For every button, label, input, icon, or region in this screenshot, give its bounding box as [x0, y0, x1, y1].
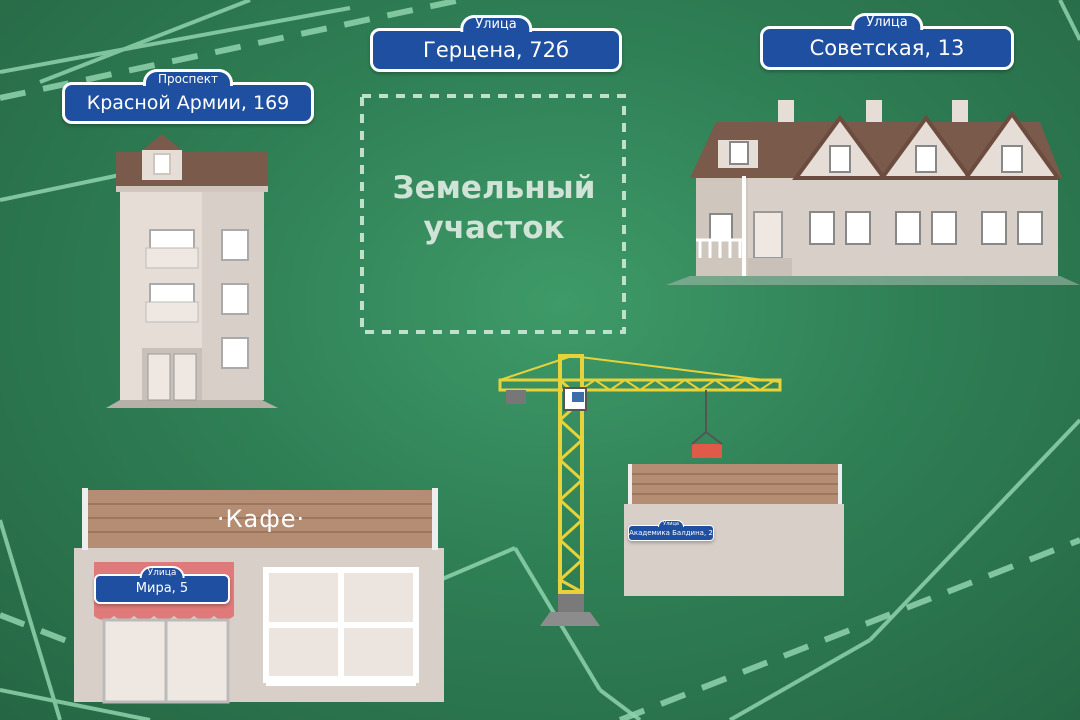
- cafe-title: ·Кафе·: [216, 505, 306, 533]
- construction-site: [624, 464, 844, 596]
- street-sign-type: Проспект: [142, 69, 234, 86]
- road-line: [439, 546, 516, 582]
- land-plot-label-line2: участок: [423, 210, 565, 246]
- street-sign-type: Улица: [851, 13, 923, 30]
- street-sign-address: Академика Балдина, 2: [629, 529, 713, 537]
- apartment-building: [106, 134, 278, 408]
- street-sign-address: Советская, 13: [809, 36, 965, 60]
- street-sign-type: Улица: [460, 15, 532, 32]
- street-sign-type: Улица: [658, 520, 684, 527]
- land-plot-label: Земельный участок: [364, 168, 624, 248]
- street-sign-mira: Улица Мира, 5: [94, 566, 230, 604]
- land-plot-label-line1: Земельный: [392, 170, 596, 206]
- street-sign-address: Красной Армии, 169: [86, 92, 290, 114]
- street-sign-krasnoy-armii: Проспект Красной Армии, 169: [62, 69, 314, 124]
- land-plot-outline: [360, 94, 626, 334]
- dashed-road: [618, 537, 1080, 720]
- road-line: [0, 519, 62, 720]
- street-sign-address: Герцена, 72б: [423, 38, 569, 62]
- street-sign-gertsena: Улица Герцена, 72б: [370, 15, 622, 72]
- road-line: [0, 6, 351, 74]
- dashed-road: [0, 0, 461, 101]
- road-line: [729, 638, 871, 720]
- street-sign-type: Улица: [139, 566, 185, 578]
- dashed-road: [0, 612, 92, 653]
- road-line: [1058, 0, 1080, 41]
- road-line: [39, 0, 251, 84]
- road-line: [0, 173, 121, 202]
- road-line: [0, 688, 151, 720]
- street-sign-address: Мира, 5: [135, 581, 189, 596]
- house: [666, 100, 1080, 285]
- road-line: [868, 418, 1080, 642]
- street-sign-sovetskaya: Улица Советская, 13: [760, 13, 1014, 70]
- cafe-building: [74, 488, 444, 704]
- street-sign-baldina: Улица Академика Балдина, 2: [628, 520, 714, 541]
- tower-crane: [498, 354, 782, 626]
